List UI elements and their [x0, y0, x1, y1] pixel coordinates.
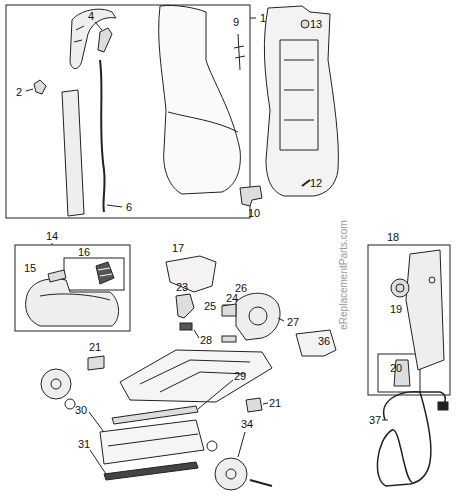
group-box	[378, 354, 420, 392]
pin	[302, 180, 310, 186]
leader-line	[89, 412, 104, 432]
nozzle	[100, 420, 204, 464]
callout-number: 28	[200, 334, 212, 346]
group-box	[64, 258, 124, 290]
leader-line	[107, 205, 122, 207]
callout-number: 23	[176, 281, 188, 293]
callout-number: 34	[241, 418, 253, 430]
leader-line	[238, 432, 245, 457]
motor-cap	[222, 304, 236, 316]
nozzle-cover	[166, 256, 216, 292]
tank	[26, 279, 119, 326]
screw	[301, 20, 309, 28]
clip	[88, 356, 104, 370]
callout-number: 14	[46, 230, 58, 242]
leader-line	[52, 243, 53, 245]
axle	[250, 480, 272, 486]
leader-line	[194, 330, 199, 338]
callout-number: 21	[269, 397, 281, 409]
callout-number: 26	[235, 282, 247, 294]
leader-line	[198, 380, 233, 409]
callout-number: 31	[78, 438, 90, 450]
spray-rod	[100, 60, 105, 212]
callout-number: 29	[234, 370, 246, 382]
callout-number: 17	[172, 242, 184, 254]
callout-number: 10	[248, 207, 260, 219]
plug	[438, 402, 448, 410]
leader-line	[26, 89, 33, 91]
pump	[236, 293, 280, 340]
callout-number: 6	[126, 201, 132, 213]
callout-number: 15	[24, 262, 36, 274]
hub	[226, 469, 236, 479]
cord	[384, 392, 446, 420]
nozzle-edge	[108, 434, 198, 446]
cord-coil	[377, 392, 430, 486]
trigger	[98, 28, 112, 52]
leader-line	[95, 22, 102, 30]
bar	[222, 336, 236, 342]
bracket	[296, 330, 336, 356]
base-rib	[140, 360, 250, 392]
callout-number: 27	[287, 316, 299, 328]
washer	[207, 441, 217, 451]
cover-edge	[168, 112, 238, 132]
leader-line	[278, 318, 284, 321]
watermark: eReplacementParts.com	[338, 220, 350, 330]
callout-number: 19	[390, 303, 402, 315]
rear-housing	[264, 6, 338, 196]
callout-number: 37	[369, 414, 381, 426]
group-box	[368, 245, 450, 395]
callout-number: 36	[318, 335, 330, 347]
front-cover	[159, 5, 241, 194]
leader-line	[263, 403, 268, 404]
leader-line	[382, 420, 388, 421]
washer	[65, 399, 75, 409]
filter	[96, 262, 114, 284]
cap-insert	[48, 270, 66, 282]
callout-number: 2	[16, 86, 22, 98]
latch-rod	[234, 34, 245, 70]
wheel	[215, 458, 247, 490]
callout-number: 21	[89, 341, 101, 353]
solution-tank	[406, 250, 444, 370]
leader-line	[250, 18, 256, 19]
housing-rib	[284, 60, 314, 120]
tank-hole	[429, 277, 435, 283]
latch	[240, 186, 262, 206]
housing-channel	[280, 40, 318, 150]
clip	[176, 294, 194, 318]
callout-number: 4	[88, 10, 94, 22]
handle-grip	[70, 9, 116, 68]
callout-number: 16	[78, 246, 90, 258]
grip-detail	[74, 26, 84, 42]
clip	[246, 398, 262, 412]
callout-number: 9	[233, 16, 239, 28]
callout-number: 20	[390, 362, 402, 374]
base	[120, 350, 272, 402]
callout-number: 13	[310, 18, 322, 30]
hub	[51, 379, 61, 389]
pump-port	[249, 307, 267, 325]
group-box	[6, 5, 250, 218]
button	[34, 80, 46, 94]
group-box	[15, 245, 130, 331]
spring	[180, 323, 192, 330]
callout-number: 12	[310, 177, 322, 189]
handle-tube	[62, 90, 84, 216]
cap	[391, 279, 409, 297]
cap-center	[396, 284, 404, 292]
strip	[104, 462, 198, 480]
tank-edge	[40, 294, 110, 300]
callout-number: 25	[204, 300, 216, 312]
leader-line	[90, 450, 106, 474]
wheel	[41, 369, 71, 399]
callout-number: 18	[387, 231, 399, 243]
filter-mesh	[98, 268, 112, 276]
callout-number: 30	[75, 404, 87, 416]
callout-number: 1	[260, 12, 266, 24]
